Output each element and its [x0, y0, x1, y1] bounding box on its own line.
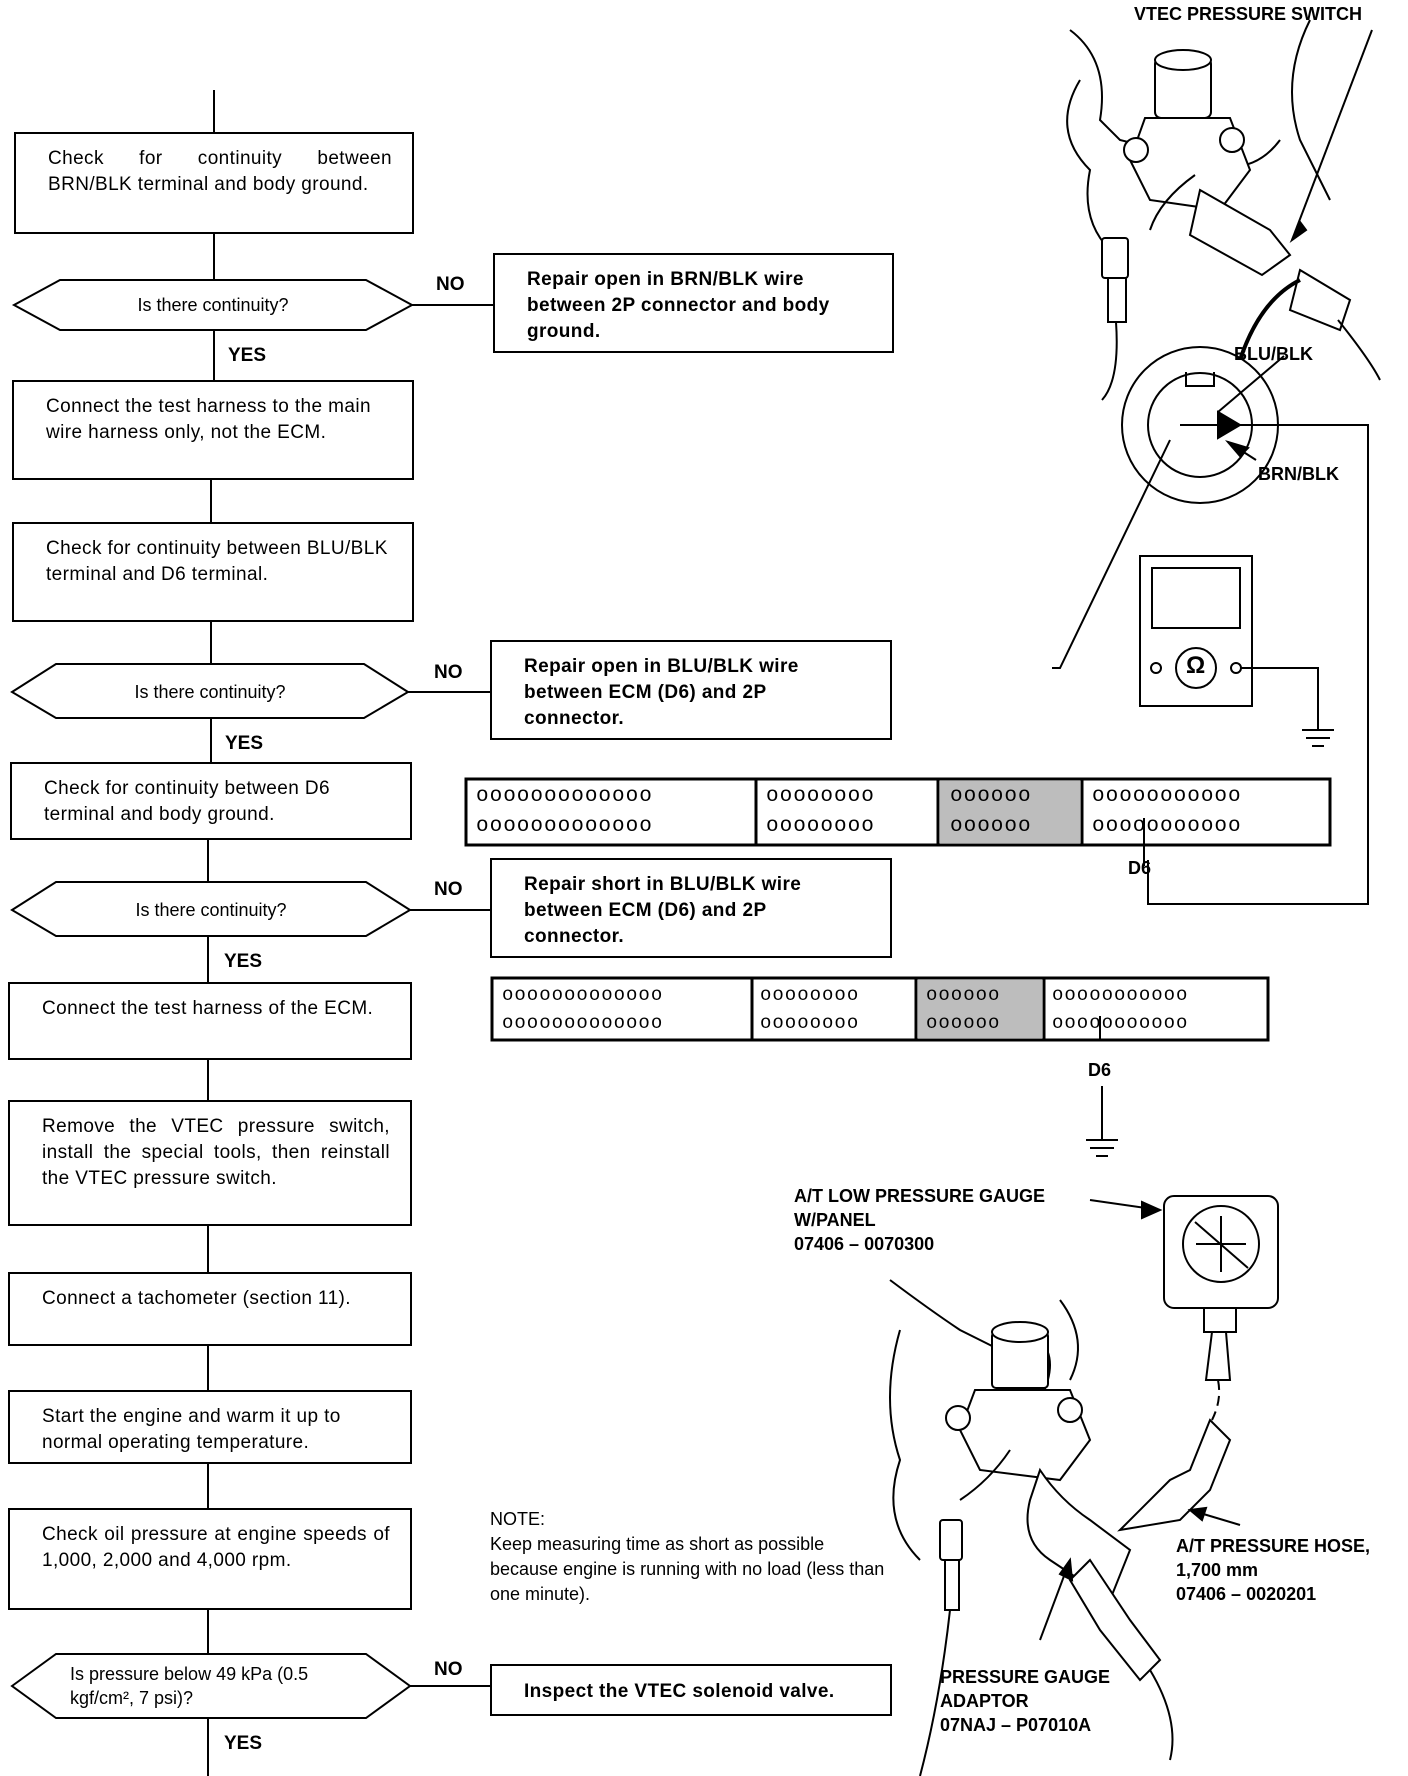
gauge-label: A/T LOW PRESSURE GAUGE W/PANEL 07406 – 0…	[794, 1184, 1045, 1256]
connector2-block1-row2: ooooooooooooo	[502, 1012, 664, 1034]
d6-label-1: D6	[1128, 858, 1152, 878]
yes-label-3: YES	[224, 951, 263, 972]
adaptor-label-line-1: PRESSURE GAUGE	[940, 1667, 1111, 1687]
repair-short-blu-blk: Repair short in BLU/BLK wire between ECM…	[490, 858, 892, 958]
connector2-block3-row1: oooooo	[926, 984, 1001, 1006]
hose-label-line-2: 1,700 mm	[1176, 1560, 1259, 1580]
question-continuity-1: Is there continuity?	[137, 295, 289, 315]
repair-open-blu-blk: Repair open in BLU/BLK wire between ECM …	[490, 640, 892, 740]
connector2-block1-row1: ooooooooooooo	[502, 984, 664, 1006]
no-label-1: NO	[436, 274, 465, 295]
pressure-gauge-illustration	[889, 1195, 1279, 1776]
connector1-block4-row2: ooooooooooo	[1092, 815, 1242, 838]
connector1-block4-row1: ooooooooooo	[1092, 785, 1242, 808]
step-check-d6-ground: Check for continuity between D6 terminal…	[10, 762, 412, 840]
note-title: NOTE:	[490, 1509, 546, 1529]
d6-label-2: D6	[1088, 1060, 1112, 1080]
no-label-3: NO	[434, 879, 463, 900]
adaptor-label: PRESSURE GAUGE ADAPTOR 07NAJ – P07010A	[940, 1665, 1110, 1737]
yes-label-2: YES	[225, 733, 264, 754]
repair-open-brn-blk: Repair open in BRN/BLK wire between 2P c…	[493, 253, 894, 353]
step-install-special-tools: Remove the VTEC pressure switch, install…	[8, 1100, 412, 1226]
yes-label-1: YES	[228, 345, 267, 366]
adaptor-label-line-3: 07NAJ – P07010A	[940, 1715, 1092, 1735]
connector2-block3-row2: oooooo	[926, 1012, 1001, 1034]
blu-blk-label: BLU/BLK	[1234, 344, 1313, 364]
connector1-block3-row2: oooooo	[950, 815, 1032, 838]
no-label-2: NO	[434, 662, 463, 683]
connector1-block2-row1: oooooooo	[766, 785, 875, 808]
step-check-blu-blk-d6: Check for continuity between BLU/BLK ter…	[12, 522, 414, 622]
brn-blk-label: BRN/BLK	[1258, 464, 1339, 484]
question-continuity-2: Is there continuity?	[134, 682, 286, 702]
connector1-block3-row1: oooooo	[950, 785, 1032, 808]
no-label-4: NO	[434, 1659, 463, 1680]
hose-label-line-1: A/T PRESSURE HOSE,	[1176, 1536, 1371, 1556]
question-continuity-3: Is there continuity?	[135, 900, 287, 920]
connector1-block1-row2: ooooooooooooo	[476, 815, 653, 838]
gauge-label-line-3: 07406 – 0070300	[794, 1234, 935, 1254]
gauge-label-line-1: A/T LOW PRESSURE GAUGE	[794, 1186, 1046, 1206]
step-check-oil-pressure: Check oil pressure at engine speeds of 1…	[8, 1508, 412, 1610]
ohm-symbol: Ω	[1186, 652, 1206, 679]
connector1-block2-row2: oooooooo	[766, 815, 875, 838]
step-connect-test-harness-main: Connect the test harness to the main wir…	[12, 380, 414, 480]
step-connect-test-harness-ecm: Connect the test harness of the ECM.	[8, 982, 412, 1060]
note-block: NOTE: Keep measuring time as short as po…	[490, 1507, 894, 1607]
gauge-label-line-2: W/PANEL	[794, 1210, 876, 1230]
yes-label-4: YES	[224, 1733, 263, 1754]
question-pressure-below: Is pressure below 49 kPa (0.5 kgf/cm², 7…	[70, 1664, 309, 1708]
connector2-block2-row2: oooooooo	[760, 1012, 860, 1034]
adaptor-label-line-2: ADAPTOR	[940, 1691, 1029, 1711]
step-connect-tachometer: Connect a tachometer (section 11).	[8, 1272, 412, 1346]
connector2-block2-row1: oooooooo	[760, 984, 860, 1006]
connector2-block4-row1: ooooooooooo	[1052, 984, 1189, 1006]
inspect-vtec-solenoid: Inspect the VTEC solenoid valve.	[490, 1664, 892, 1716]
note-body: Keep measuring time as short as possible…	[490, 1534, 885, 1604]
step-warm-engine: Start the engine and warm it up to norma…	[8, 1390, 412, 1464]
connector1-block1-row1: ooooooooooooo	[476, 785, 653, 808]
vtec-switch-illustration	[1052, 19, 1381, 905]
step-check-brn-blk-ground: Check for continuity between BRN/BLK ter…	[14, 132, 414, 234]
vtec-pressure-switch-label: VTEC PRESSURE SWITCH	[1134, 4, 1363, 24]
hose-label-line-3: 07406 – 0020201	[1176, 1584, 1317, 1604]
connector2-block4-row2: ooooooooooo	[1052, 1012, 1189, 1034]
hose-label: A/T PRESSURE HOSE, 1,700 mm 07406 – 0020…	[1176, 1534, 1370, 1606]
